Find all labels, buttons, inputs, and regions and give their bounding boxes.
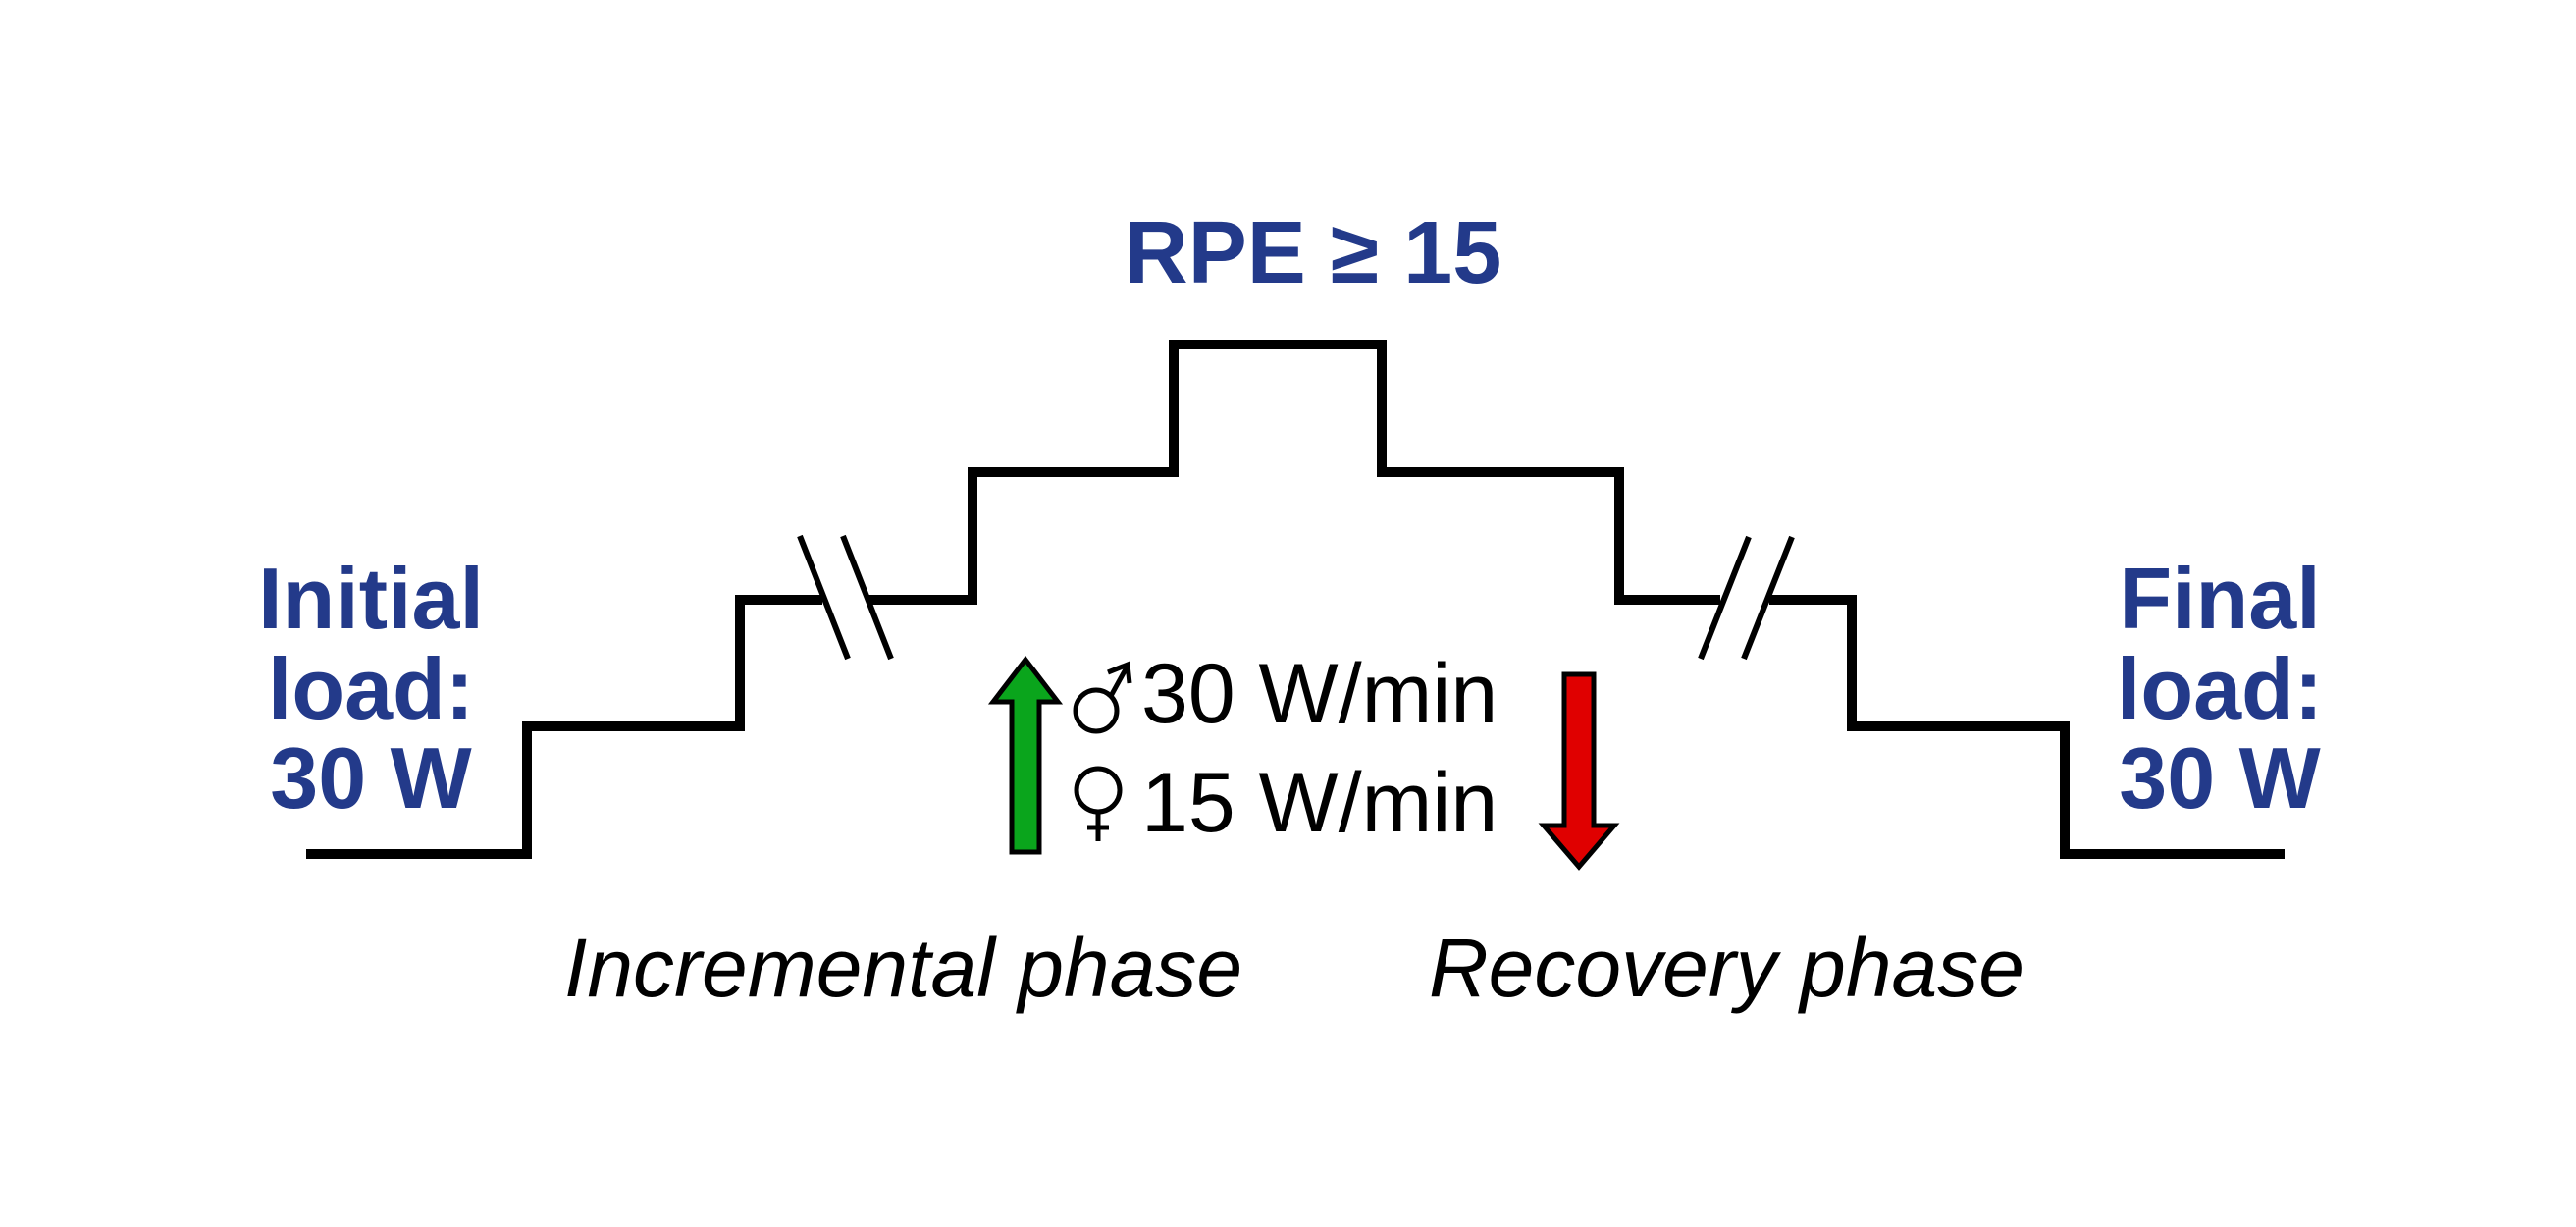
initial-load-line-1: Initial [258,550,484,647]
title-rpe-threshold: RPE ≥ 15 [1125,204,1502,302]
down-arrow-icon [1538,671,1620,871]
final-load-label: Final load: 30 W [2117,550,2323,827]
male-rate-label: 30 W/min [1141,647,1498,741]
initial-load-line-2: load: [268,640,474,737]
axis-break-left [797,534,894,661]
male-symbol-icon [1073,661,1132,734]
axis-break-right [1698,535,1795,661]
incremental-phase-label: Incremental phase [564,922,1242,1014]
up-arrow-icon [987,655,1064,855]
final-load-line-2: load: [2117,640,2323,737]
final-load-line-1: Final [2119,550,2320,647]
load-profile-left [306,595,822,859]
recovery-phase-label: Recovery phase [1429,922,2024,1014]
initial-load-line-3: 30 W [270,729,471,827]
final-load-line-3: 30 W [2119,729,2320,827]
initial-load-label: Initial load: 30 W [258,550,484,827]
female-rate-label: 15 W/min [1141,756,1498,850]
load-profile-middle [868,340,1720,605]
load-profile-right [1769,595,2285,859]
female-symbol-icon [1074,766,1123,841]
